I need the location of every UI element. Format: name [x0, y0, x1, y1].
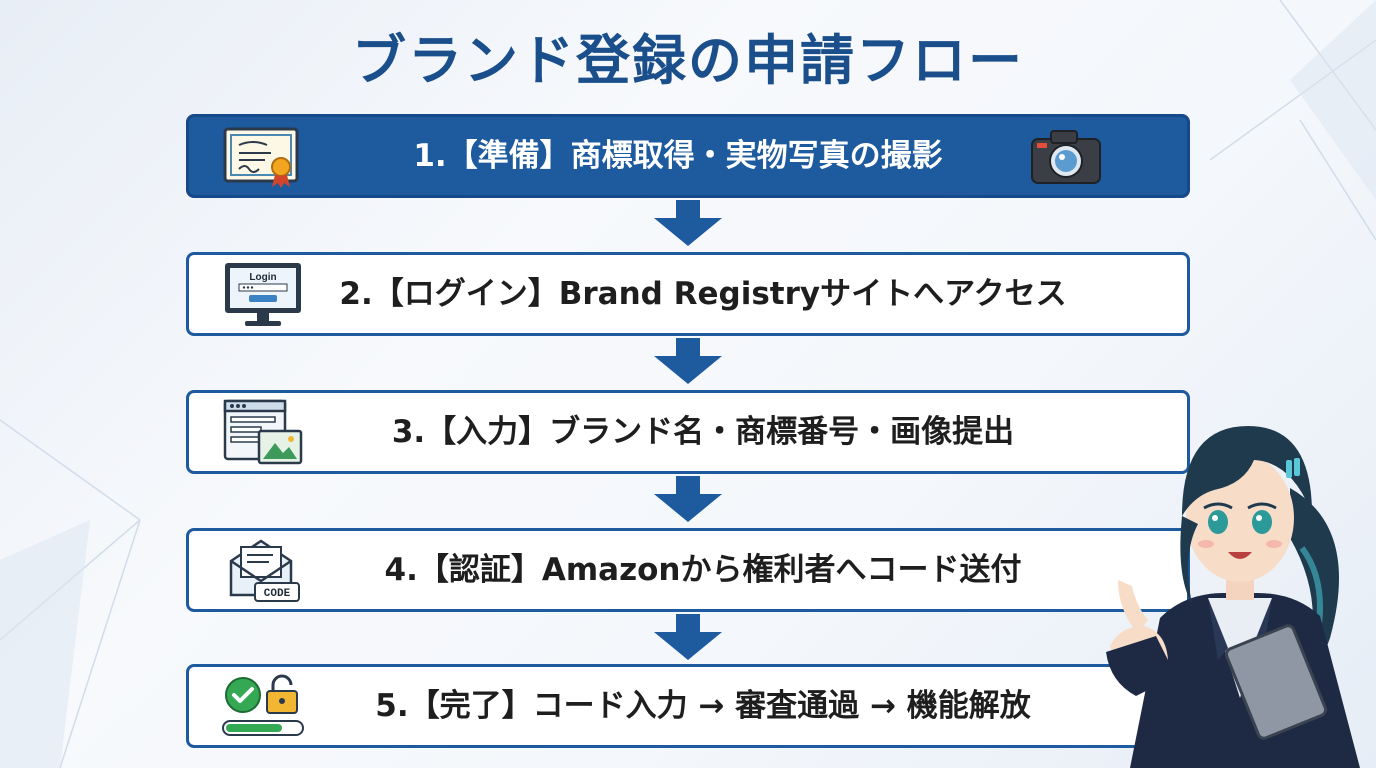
flow-step-5: 5.【完了】コード入力 → 審査通過 → 機能解放 — [186, 664, 1190, 748]
code-icon-text: CODE — [264, 588, 291, 600]
certificate-icon — [223, 127, 299, 188]
flow-step-label: 2.【ログイン】Brand Registryサイトへアクセス — [339, 276, 1067, 312]
flow-step-1: 1.【準備】商標取得・実物写真の撮影 — [186, 114, 1190, 198]
login-icon-text: Login — [249, 272, 276, 283]
flow-step-label: 3.【入力】ブランド名・商標番号・画像提出 — [391, 414, 1015, 450]
page-title: ブランド登録の申請フロー — [352, 29, 1024, 92]
camera-icon — [1031, 130, 1101, 184]
envelope-code-icon: CODE — [229, 539, 300, 602]
presenter-character — [1106, 426, 1360, 768]
check-unlock-icon — [222, 674, 304, 736]
flow-arrow-down — [654, 614, 722, 660]
flow-arrow-down — [654, 476, 722, 522]
flow-arrow-down — [654, 338, 722, 384]
flow-step-label: 1.【準備】商標取得・実物写真の撮影 — [413, 138, 943, 174]
login-monitor-icon: Login — [225, 263, 301, 326]
flow-step-label: 5.【完了】コード入力 → 審査通過 → 機能解放 — [375, 688, 1031, 724]
flow-step-label: 4.【認証】Amazonから権利者へコード送付 — [384, 552, 1022, 588]
flow-step-4: CODE 4.【認証】Amazonから権利者へコード送付 — [186, 528, 1190, 612]
flow-step-3: 3.【入力】ブランド名・商標番号・画像提出 — [186, 390, 1190, 474]
flow-arrow-down — [654, 200, 722, 246]
form-image-icon — [223, 399, 303, 465]
flow-step-2: Login 2.【ログイン】Brand Registryサイトへアクセス — [186, 252, 1190, 336]
